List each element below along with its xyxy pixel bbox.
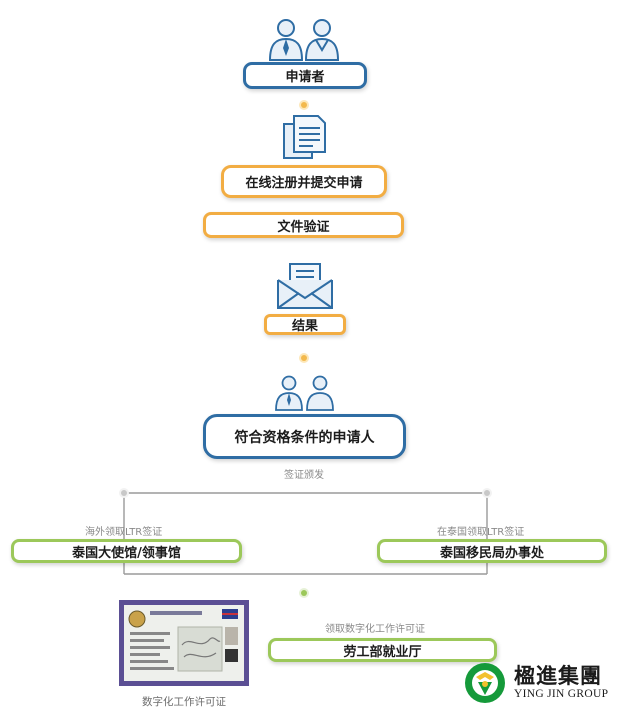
qualified-applicant-box: 符合资格条件的申请人: [203, 414, 406, 459]
connector-dots: [119, 100, 492, 598]
result-box: 结果: [264, 314, 346, 335]
applicant-box: 申请者: [243, 62, 367, 89]
people-icon: [268, 19, 340, 61]
document-icon: [283, 115, 326, 159]
ying-jin-logo: [465, 663, 505, 703]
in-thailand-ltr-label: 在泰国领取LTR签证: [437, 527, 525, 538]
thai-embassy-box: 泰国大使馆/领事馆: [11, 539, 242, 563]
online-register-box: 在线注册并提交申请: [221, 165, 387, 198]
overseas-ltr-label: 海外领取LTR签证: [85, 527, 163, 538]
document-verification-box: 文件验证: [203, 212, 404, 238]
logo-name-cn: 楹進集團: [514, 663, 602, 688]
people-icon: [275, 375, 334, 411]
labor-department-box: 劳工部就业厅: [268, 638, 497, 662]
thai-immigration-box: 泰国移民局办事处: [377, 539, 607, 563]
visa-issuance-label: 签证颁发: [284, 470, 324, 481]
logo-name-en: YING JIN GROUP: [514, 688, 609, 700]
envelope-icon: [277, 263, 333, 309]
digital-permit-caption: 数字化工作许可证: [142, 696, 226, 708]
work-permit-image: [119, 600, 249, 686]
logo-emblem-icon: [472, 670, 498, 696]
get-digital-permit-label: 领取数字化工作许可证: [325, 624, 425, 635]
